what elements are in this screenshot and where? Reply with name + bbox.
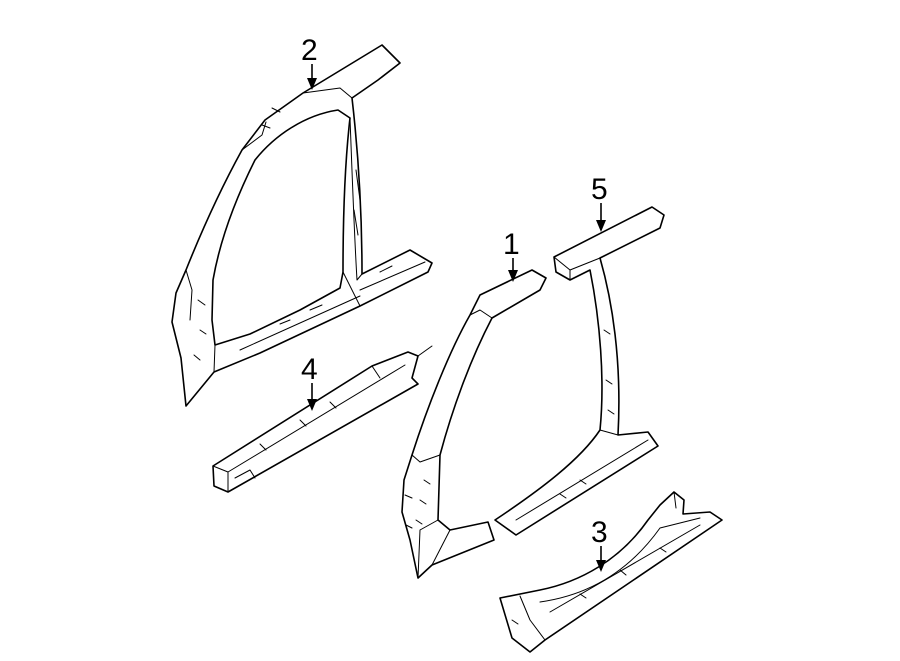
callout-5-label: 5: [591, 173, 608, 206]
callout-3: 3: [591, 516, 608, 572]
callout-1: 1: [503, 228, 520, 282]
callout-4-arrowhead: [307, 399, 317, 411]
callout-2: 2: [301, 34, 318, 90]
callout-3-arrowhead: [596, 560, 606, 572]
part-1-front-pillar[interactable]: [401, 269, 547, 579]
part-5-center-pillar[interactable]: [494, 206, 665, 536]
callout-4: 4: [301, 353, 318, 411]
part-4-rocker-reinforcement[interactable]: [212, 345, 433, 493]
callout-2-arrowhead: [307, 78, 317, 90]
callout-5: 5: [591, 173, 608, 232]
callout-2-label: 2: [301, 34, 318, 67]
callout-1-arrowhead: [508, 270, 518, 282]
callout-5-arrowhead: [596, 220, 606, 232]
callout-3-label: 3: [591, 516, 608, 549]
callout-1-label: 1: [503, 228, 520, 261]
callout-4-label: 4: [301, 353, 318, 386]
part-3-rocker-panel[interactable]: [499, 491, 723, 653]
part-2-side-panel[interactable]: [171, 44, 433, 407]
